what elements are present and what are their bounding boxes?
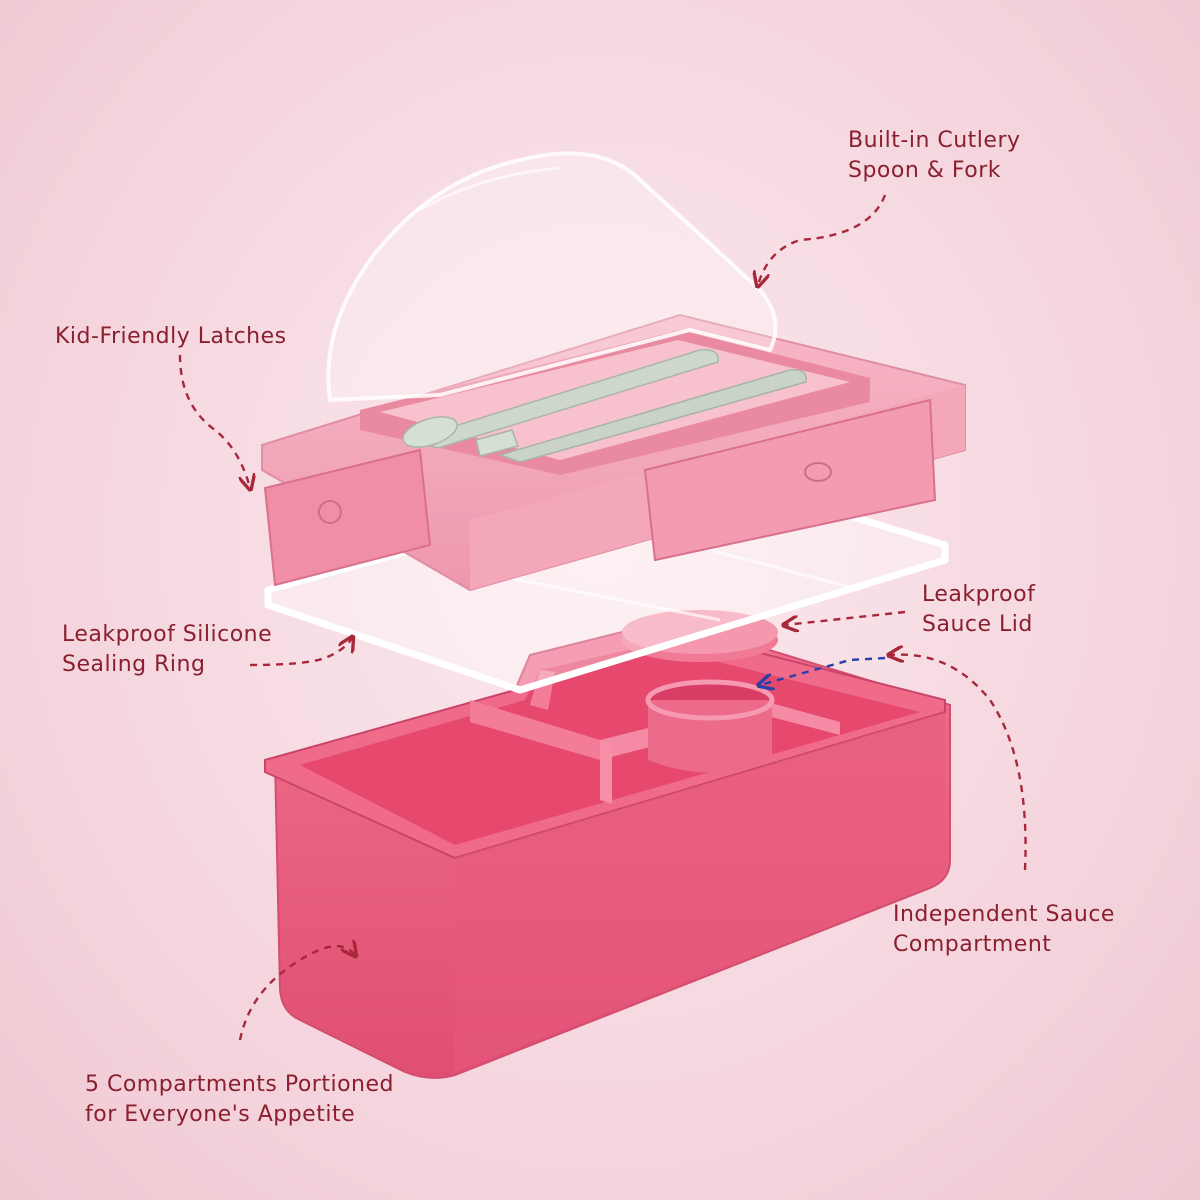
- callout-sauce-lid: Leakproof Sauce Lid: [922, 580, 1035, 640]
- callout-sealing-ring-line2: Sealing Ring: [62, 652, 206, 677]
- callout-cutlery: Built-in Cutlery Spoon & Fork: [848, 126, 1021, 186]
- base-container: [264, 610, 951, 1079]
- cutlery-spoon-fork: [402, 349, 807, 463]
- sauce-compartment-arrow: [890, 655, 1027, 871]
- callout-sauce-compartment-line2: Compartment: [893, 932, 1052, 957]
- callout-sealing-ring-line1: Leakproof Silicone: [62, 622, 273, 647]
- compartments-arrow: [238, 946, 355, 1041]
- callout-arrows: [178, 194, 1027, 1041]
- callout-sauce-compartment: Independent Sauce Compartment: [893, 900, 1115, 960]
- sauce-compartment-blue-arrow: [760, 656, 886, 685]
- callout-latches-line1: Kid-Friendly Latches: [55, 324, 287, 349]
- callout-sauce-compartment-line1: Independent Sauce: [893, 902, 1115, 927]
- callout-cutlery-line2: Spoon & Fork: [848, 158, 1002, 183]
- sauce-cup: [645, 679, 775, 773]
- callout-sauce-lid-line1: Leakproof: [922, 582, 1036, 607]
- callout-sauce-lid-line2: Sauce Lid: [922, 612, 1033, 637]
- sauce-lid-arrow: [785, 610, 906, 625]
- latches-arrow: [178, 354, 250, 488]
- callout-compartments-line1: 5 Compartments Portioned: [85, 1072, 394, 1097]
- callout-compartments-line2: for Everyone's Appetite: [85, 1102, 356, 1127]
- callout-latches: Kid-Friendly Latches: [55, 322, 287, 352]
- callout-compartments: 5 Compartments Portioned for Everyone's …: [85, 1070, 394, 1130]
- callout-sealing-ring: Leakproof Silicone Sealing Ring: [62, 620, 272, 680]
- callout-cutlery-line1: Built-in Cutlery: [848, 128, 1021, 153]
- cutlery-arrow: [758, 194, 887, 285]
- kid-friendly-latches: [263, 398, 937, 587]
- clear-cover: [326, 151, 778, 403]
- sealing-ring-arrow: [249, 638, 352, 667]
